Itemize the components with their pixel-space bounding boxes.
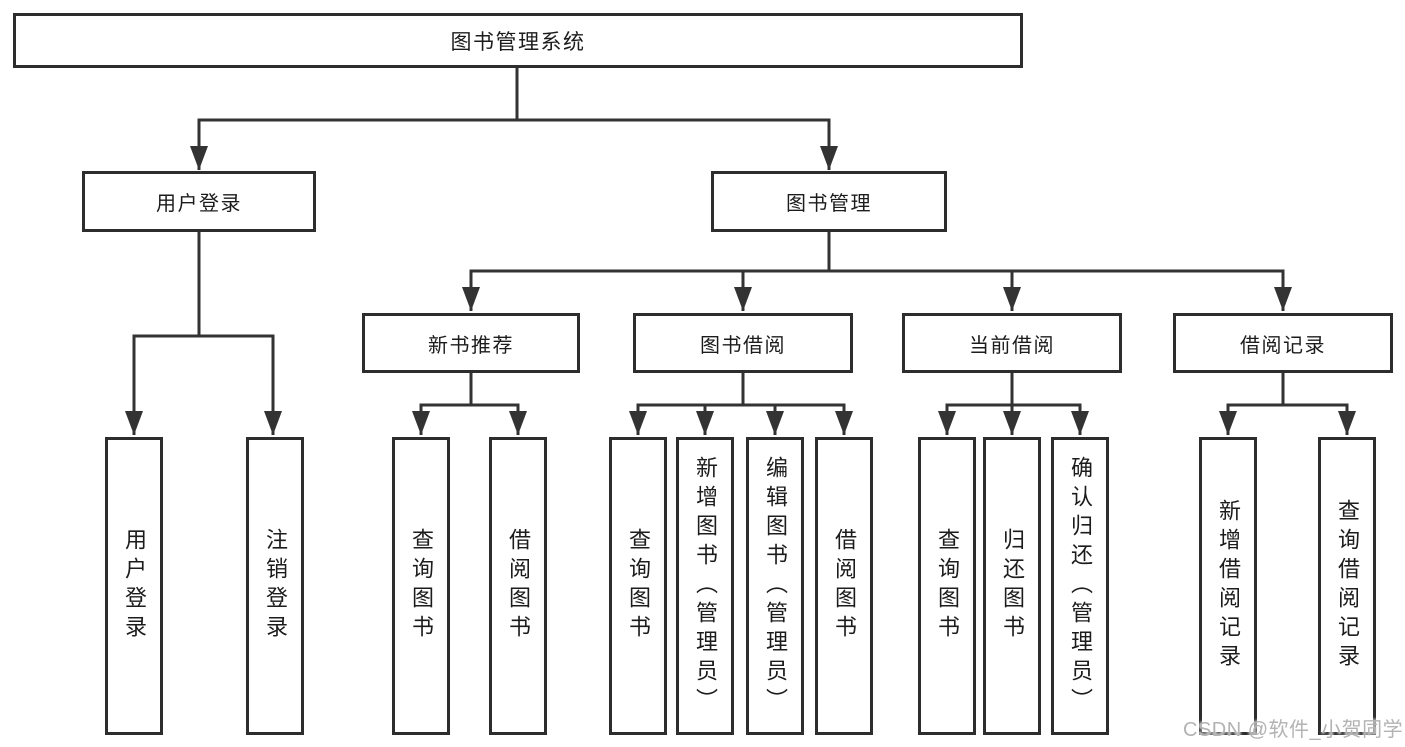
csdn-watermark: CSDN @软件_小贺同学: [1183, 719, 1404, 741]
leaf-edit-books-admin: 编辑图书（管理员）: [746, 437, 804, 735]
node-new-book-recommend: 新书推荐: [362, 313, 580, 373]
arrow-lines: [125, 120, 1356, 435]
node-book-management: 图书管理: [711, 171, 947, 232]
leaf-borrow-books: 借阅图书: [815, 437, 873, 735]
leaf-borrow-books-recommend: 借阅图书: [489, 437, 547, 735]
leaf-add-borrow-record: 新增借阅记录: [1199, 437, 1257, 735]
leaf-query-books-current: 查询图书: [918, 437, 976, 735]
node-borrow-records: 借阅记录: [1173, 313, 1393, 373]
leaf-add-books-admin: 新增图书（管理员）: [676, 437, 734, 735]
leaf-user-login: 用户登录: [105, 437, 163, 735]
node-book-borrow: 图书借阅: [633, 313, 853, 373]
leaf-logout: 注销登录: [246, 437, 304, 735]
leaf-query-borrow-record: 查询借阅记录: [1318, 437, 1376, 735]
node-current-borrow: 当前借阅: [902, 313, 1122, 373]
leaf-confirm-return-admin: 确认归还（管理员）: [1051, 437, 1109, 735]
branch-lines: [132, 68, 1349, 407]
node-library-management-system: 图书管理系统: [13, 13, 1023, 68]
leaf-return-books: 归还图书: [983, 437, 1041, 735]
leaf-query-books-borrow: 查询图书: [609, 437, 667, 735]
leaf-query-books-recommend: 查询图书: [392, 437, 450, 735]
node-user-login: 用户登录: [82, 171, 316, 232]
